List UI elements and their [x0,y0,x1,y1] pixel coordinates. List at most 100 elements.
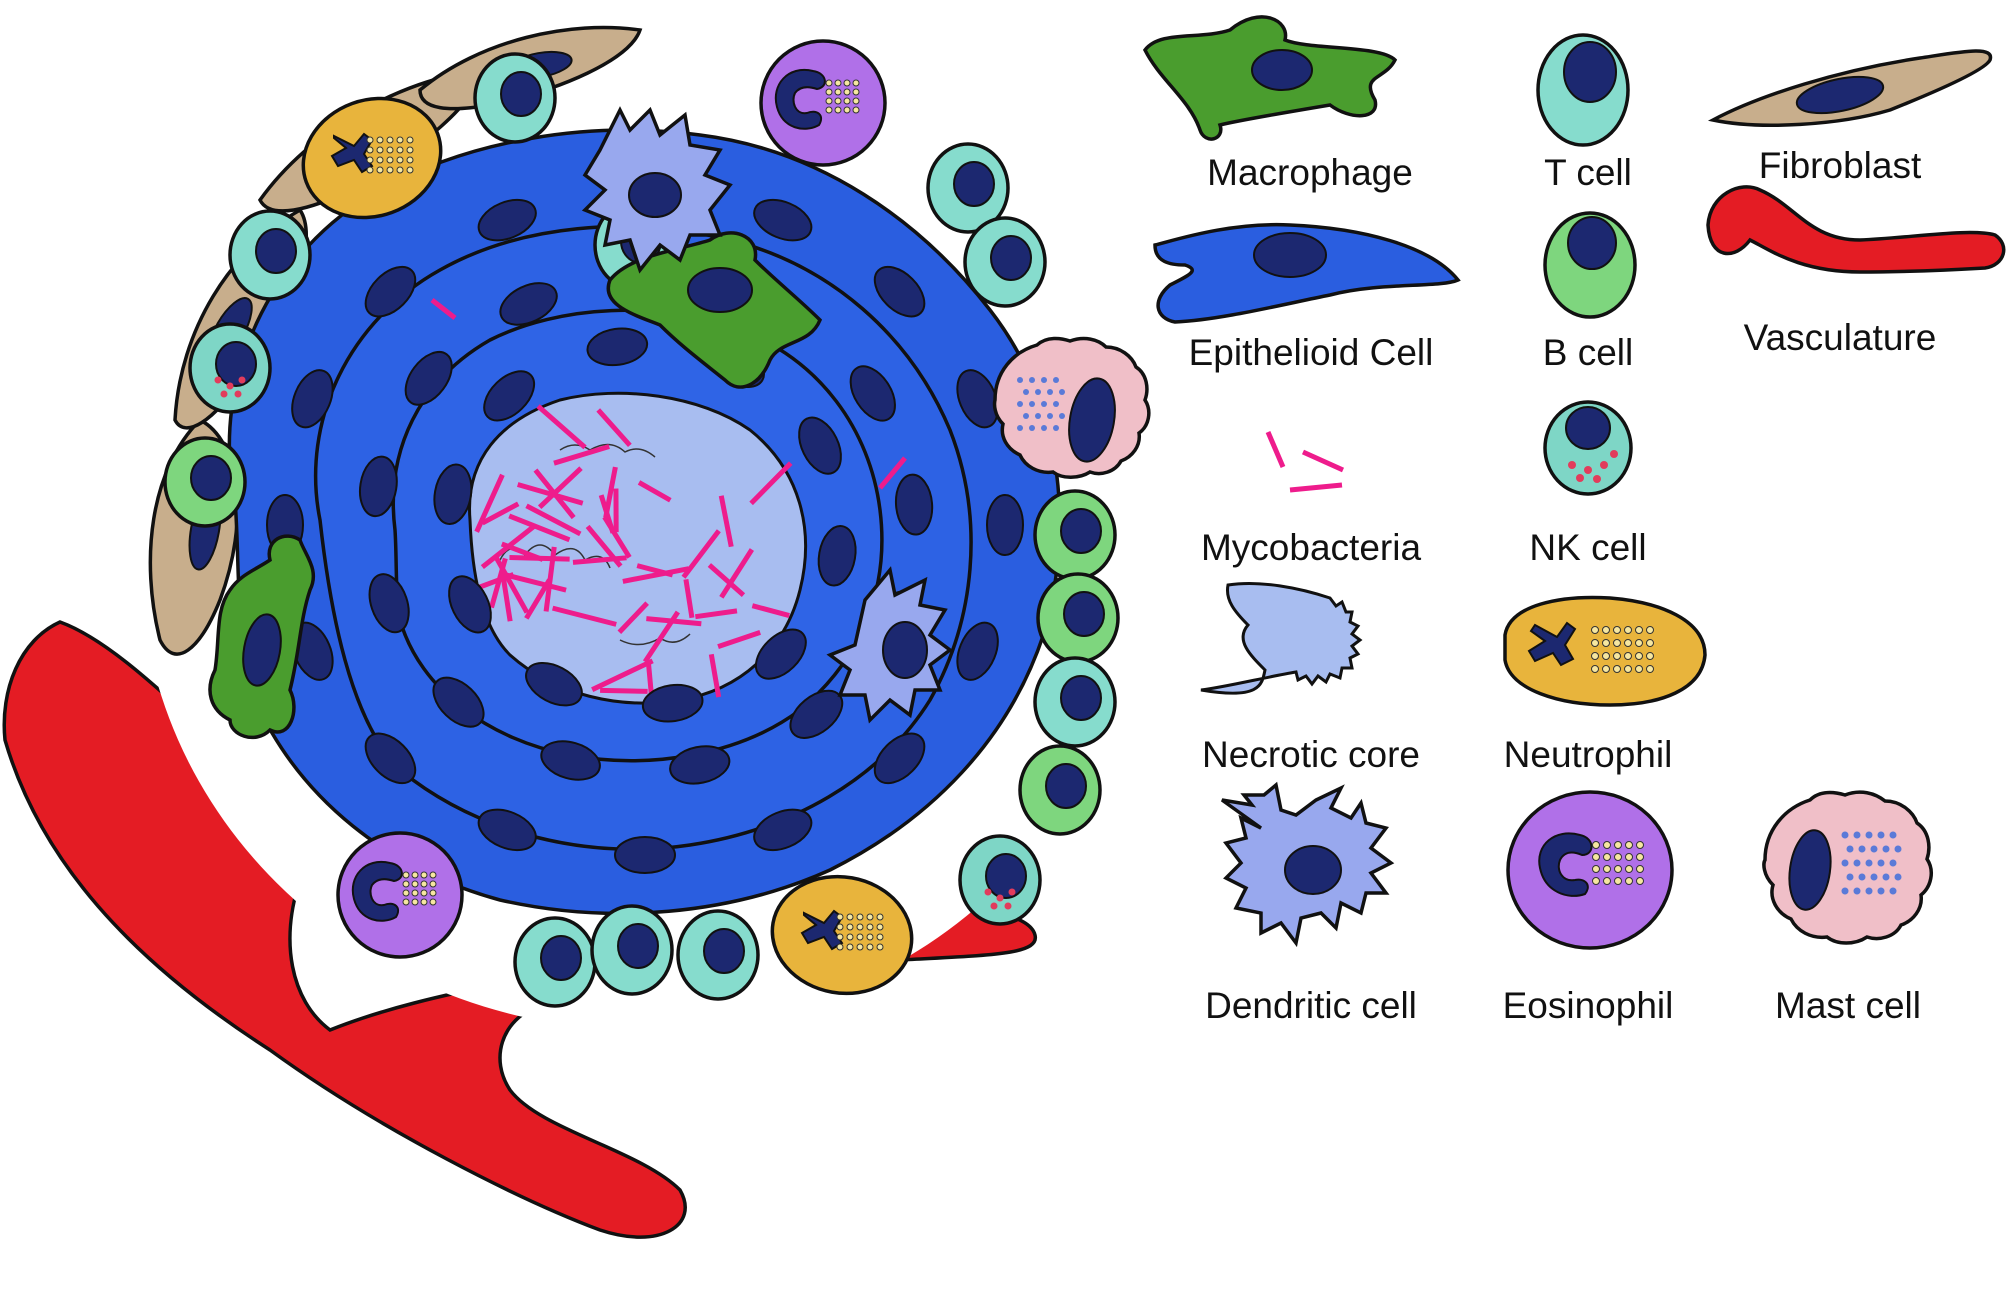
mycobacterium [683,578,695,619]
granule [1853,831,1861,839]
granule [856,943,864,951]
mast-cell-nucleus [1068,377,1116,463]
necrotic-core [468,391,807,705]
granule [1591,665,1599,673]
mycobacterium [719,548,754,599]
granule [406,136,414,144]
cell-nucleus [190,455,232,501]
mycobacterium [637,480,672,503]
granule [402,880,410,888]
legend-label-fibroblast: Fibroblast [1759,145,1922,186]
granule [1047,389,1053,395]
granule [1017,377,1023,383]
granule [1614,865,1622,873]
granule [429,871,437,879]
epithelioid-nuclei [266,176,1024,874]
granule [836,923,844,931]
mycobacterium [751,603,790,618]
granule [1865,831,1873,839]
granule [1592,865,1600,873]
granule [406,166,414,174]
granule [836,943,844,951]
legend-label-b-cell: B cell [1543,332,1633,373]
cell-nucleus [985,853,1027,899]
legend-item-fibroblast: Fibroblast [1707,49,1993,186]
epithelioid-nucleus [448,575,492,634]
granule [366,146,374,154]
granule [396,136,404,144]
granule [1614,877,1622,885]
granule [1625,853,1633,861]
granule [1602,652,1610,660]
mycobacterium [695,608,738,620]
granule [852,79,860,87]
granule [1603,877,1611,885]
mycobacterium [707,563,746,597]
legend-item-macrophage: Macrophage [1142,15,1413,193]
granule [366,166,374,174]
epithelioid-nucleus [586,327,649,367]
legend-item-t-cell: T cell [1536,33,1632,193]
granule [429,880,437,888]
granule [411,889,419,897]
mycobacterium [598,494,616,534]
granule [866,933,874,941]
granule [876,913,884,921]
granule [1624,665,1632,673]
granule [1877,887,1885,895]
granule [1004,902,1012,910]
granule [1646,652,1654,660]
mycobacterium [524,578,552,620]
granule [1635,652,1643,660]
granule [1603,853,1611,861]
granule [843,88,851,96]
granule [402,898,410,906]
mycobacterium [600,687,648,694]
legend-item-b-cell: B cell [1543,211,1637,373]
granule [1841,831,1849,839]
granule [866,913,874,921]
legend-label-mast-cell: Mast cell [1775,985,1921,1026]
mycobacterium [681,529,721,579]
granule [1592,853,1600,861]
epithelioid-nucleus [432,676,485,728]
epithelioid-nucleus [368,573,410,634]
granule [1625,841,1633,849]
granule [866,923,874,931]
granule [234,390,242,398]
cell-nucleus [540,935,582,981]
granule [876,923,884,931]
granule [876,933,884,941]
mycobacterium [591,658,654,692]
cell-nucleus [1060,508,1102,554]
granule [429,898,437,906]
granule [1614,853,1622,861]
granule [1591,626,1599,634]
mycobacterium [708,653,722,698]
granule [420,898,428,906]
epithelioid-nucleus [754,628,807,680]
granule [1592,841,1600,849]
granule [1635,626,1643,634]
epithelioid-nucleus [291,369,334,429]
epithelioid-nucleus [433,463,473,525]
granule [1636,853,1644,861]
mycobacterium [517,482,584,506]
granule [1602,626,1610,634]
granule [1602,639,1610,647]
granule [825,106,833,114]
epithelioid-nucleus [364,265,417,318]
granule [1591,639,1599,647]
epithelioid-nucleus [364,732,417,785]
mycobacterium [492,553,530,614]
granule [386,136,394,144]
granule [856,923,864,931]
granule [1613,626,1621,634]
granule [1613,665,1621,673]
granule [386,166,394,174]
granule [852,106,860,114]
granule [238,376,246,384]
granule [856,913,864,921]
granule [1865,887,1873,895]
granule [1870,873,1878,881]
